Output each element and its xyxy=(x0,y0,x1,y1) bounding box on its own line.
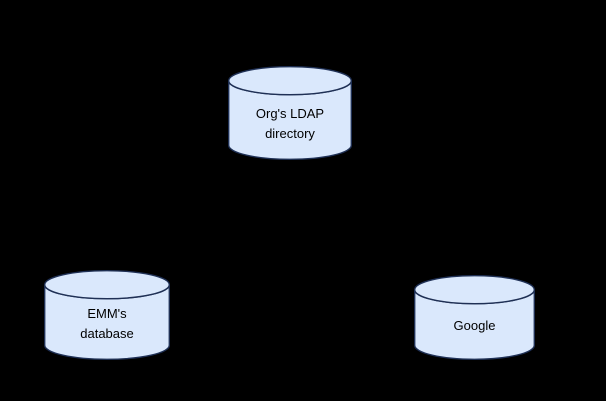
cylinder-top-cap xyxy=(44,269,170,300)
cylinder-top-cap xyxy=(228,65,352,96)
database-cylinder-emm[interactable]: EMM's database xyxy=(44,269,170,360)
database-cylinder-google[interactable]: Google xyxy=(414,274,535,360)
cylinder-top-cap xyxy=(414,274,535,305)
database-cylinder-ldap[interactable]: Org's LDAP directory xyxy=(228,65,352,160)
cylinder-shape-ldap xyxy=(228,65,352,160)
cylinder-shape-google xyxy=(414,274,535,360)
cylinder-shape-emm xyxy=(44,269,170,360)
